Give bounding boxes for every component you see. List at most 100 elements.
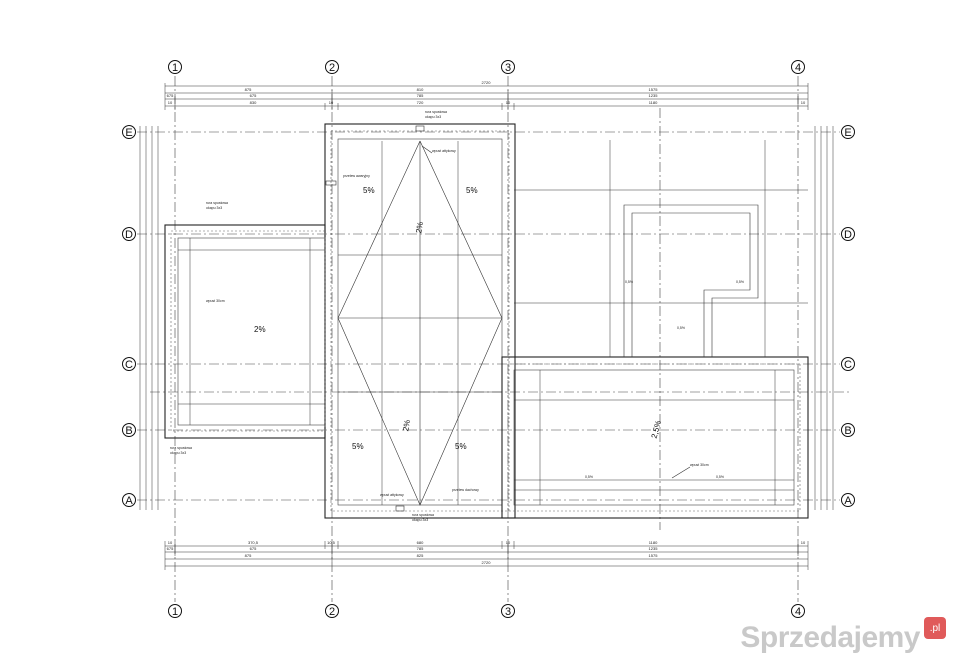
axis-label: 1 bbox=[172, 62, 178, 74]
axis-column-3-top: 3 bbox=[501, 60, 515, 74]
note-text: przelew dachowy bbox=[452, 488, 479, 492]
dim-bot-r1-b: 370,5 bbox=[248, 540, 259, 545]
dim-top-total: 2720 bbox=[482, 80, 492, 85]
axis-row-A-right: A bbox=[841, 493, 855, 507]
axis-column-3-bottom: 3 bbox=[501, 604, 515, 618]
dim-bot-r2-a: 675 bbox=[167, 546, 174, 551]
dim-top-r3-a: 675 bbox=[167, 93, 174, 98]
slope-small: 0,5% bbox=[677, 326, 685, 330]
axis-row-D-right: D bbox=[841, 227, 855, 241]
dim-bot-r1-g: 10 bbox=[801, 540, 806, 545]
axis-column-2-bottom: 2 bbox=[325, 604, 339, 618]
dim-bot-r1-a: 10 bbox=[168, 540, 173, 545]
dim-top-r4-c: 10 bbox=[329, 100, 334, 105]
dim-bot-r1-d: 680 bbox=[417, 540, 424, 545]
note-text: przelew awaryjny bbox=[343, 174, 370, 178]
note-text: wpust attykowy bbox=[380, 493, 404, 497]
dim-top-875: 875 bbox=[245, 87, 252, 92]
axis-label: 3 bbox=[505, 606, 511, 618]
axis-column-1-top: 1 bbox=[168, 60, 182, 74]
axis-row-B-right: B bbox=[841, 423, 855, 437]
axis-row-A-left: A bbox=[122, 493, 136, 507]
axis-column-4-bottom: 4 bbox=[791, 604, 805, 618]
dim-bot-825: 825 bbox=[417, 553, 424, 558]
axis-label: 3 bbox=[505, 62, 511, 74]
dim-top-r4-a: 10 bbox=[168, 100, 173, 105]
grid-lines bbox=[137, 76, 850, 602]
slope-small: 0,5% bbox=[736, 280, 744, 284]
watermark-text: Sprzedajemy bbox=[740, 621, 920, 654]
slope-label: 2% bbox=[254, 325, 266, 334]
slope-label: 5% bbox=[466, 186, 478, 195]
dim-top-r3-d: 1235 bbox=[649, 93, 659, 98]
left-wing-roof: 2% bbox=[164, 224, 326, 439]
note-text: wpust 30cm bbox=[690, 463, 709, 467]
axis-column-2-top: 2 bbox=[325, 60, 339, 74]
dim-bot-r1-e: 10 bbox=[506, 540, 511, 545]
note-text: okapu 3x3 bbox=[412, 518, 428, 522]
dim-bot-r2-c: 785 bbox=[417, 546, 424, 551]
axis-label: D bbox=[844, 229, 852, 241]
axis-label: D bbox=[125, 229, 133, 241]
slope-label: 2,5% bbox=[650, 419, 663, 439]
axis-label: E bbox=[844, 127, 851, 139]
drain-notes: rura spustowa okapu 3x3 wpust attykowy p… bbox=[170, 110, 709, 522]
axis-row-B-left: B bbox=[122, 423, 136, 437]
dim-top-1575: 1575 bbox=[649, 87, 659, 92]
slope-small: 0,5% bbox=[585, 475, 593, 479]
axis-label: C bbox=[125, 359, 133, 371]
note-text: wpust attykowy bbox=[432, 149, 456, 153]
axis-row-E-left: E bbox=[122, 125, 136, 139]
axis-label: B bbox=[844, 425, 851, 437]
axis-label: B bbox=[125, 425, 132, 437]
slope-label: 5% bbox=[455, 442, 467, 451]
axis-label: C bbox=[844, 359, 852, 371]
dim-top-r4-e: 10 bbox=[506, 100, 511, 105]
top-dimension-chains: 2720 875 810 1575 675 675 785 1235 10 83… bbox=[164, 80, 809, 110]
note-text: rura spustowa bbox=[170, 446, 192, 450]
slope-label: 2% bbox=[401, 419, 412, 432]
note-text: rura spustowa bbox=[425, 110, 447, 114]
side-dimension-lines bbox=[139, 126, 834, 510]
axis-row-C-left: C bbox=[122, 357, 136, 371]
dim-top-r4-b: 830 bbox=[250, 100, 257, 105]
dim-bot-875: 875 bbox=[245, 553, 252, 558]
axis-label: 2 bbox=[329, 606, 335, 618]
dim-top-r4-d: 720 bbox=[417, 100, 424, 105]
axis-label: E bbox=[125, 127, 132, 139]
axis-row-D-left: D bbox=[122, 227, 136, 241]
slope-label: 5% bbox=[352, 442, 364, 451]
axis-row-C-right: C bbox=[841, 357, 855, 371]
axis-label: 2 bbox=[329, 62, 335, 74]
slope-small: 0,5% bbox=[625, 280, 633, 284]
axis-column-4-top: 4 bbox=[791, 60, 805, 74]
dim-bot-r1-c: 10,5 bbox=[327, 540, 336, 545]
dim-bot-r1-f: 1180 bbox=[649, 540, 658, 545]
note-text: wpust 30cm bbox=[206, 299, 225, 303]
axis-label: A bbox=[844, 495, 852, 507]
central-roof: 5% 5% 2% 2% 5% 5% bbox=[324, 123, 516, 519]
dim-bot-total: 2720 bbox=[482, 560, 492, 565]
axis-row-E-right: E bbox=[841, 125, 855, 139]
slope-label: 2% bbox=[414, 221, 425, 234]
dim-bot-r2-b: 675 bbox=[250, 546, 257, 551]
watermark-logo: Sprzedajemy .pl bbox=[740, 617, 946, 658]
dim-bot-1575: 1575 bbox=[649, 553, 659, 558]
right-lower-roof: 2,5% 0,5% 0,5% bbox=[501, 356, 809, 519]
dim-top-r3-b: 675 bbox=[250, 93, 257, 98]
dim-top-r3-c: 785 bbox=[417, 93, 424, 98]
note-text: rura spustowa bbox=[206, 201, 228, 205]
axis-label: 4 bbox=[795, 606, 801, 618]
dim-top-810: 810 bbox=[417, 87, 424, 92]
slope-small: 0,5% bbox=[716, 475, 724, 479]
upper-right-structure: 0,5% 0,5% 0,5% bbox=[514, 140, 808, 357]
dim-top-r4-f: 1180 bbox=[649, 100, 658, 105]
note-text: okapu 3x3 bbox=[206, 206, 222, 210]
dim-bot-r2-d: 1235 bbox=[649, 546, 659, 551]
slope-label: 5% bbox=[363, 186, 375, 195]
axis-label: 4 bbox=[795, 62, 801, 74]
dim-top-r4-g: 10 bbox=[801, 100, 806, 105]
axis-column-1-bottom: 1 bbox=[168, 604, 182, 618]
bottom-dimension-chains: 10 370,5 10,5 680 10 1180 10 675 675 785… bbox=[164, 540, 809, 570]
